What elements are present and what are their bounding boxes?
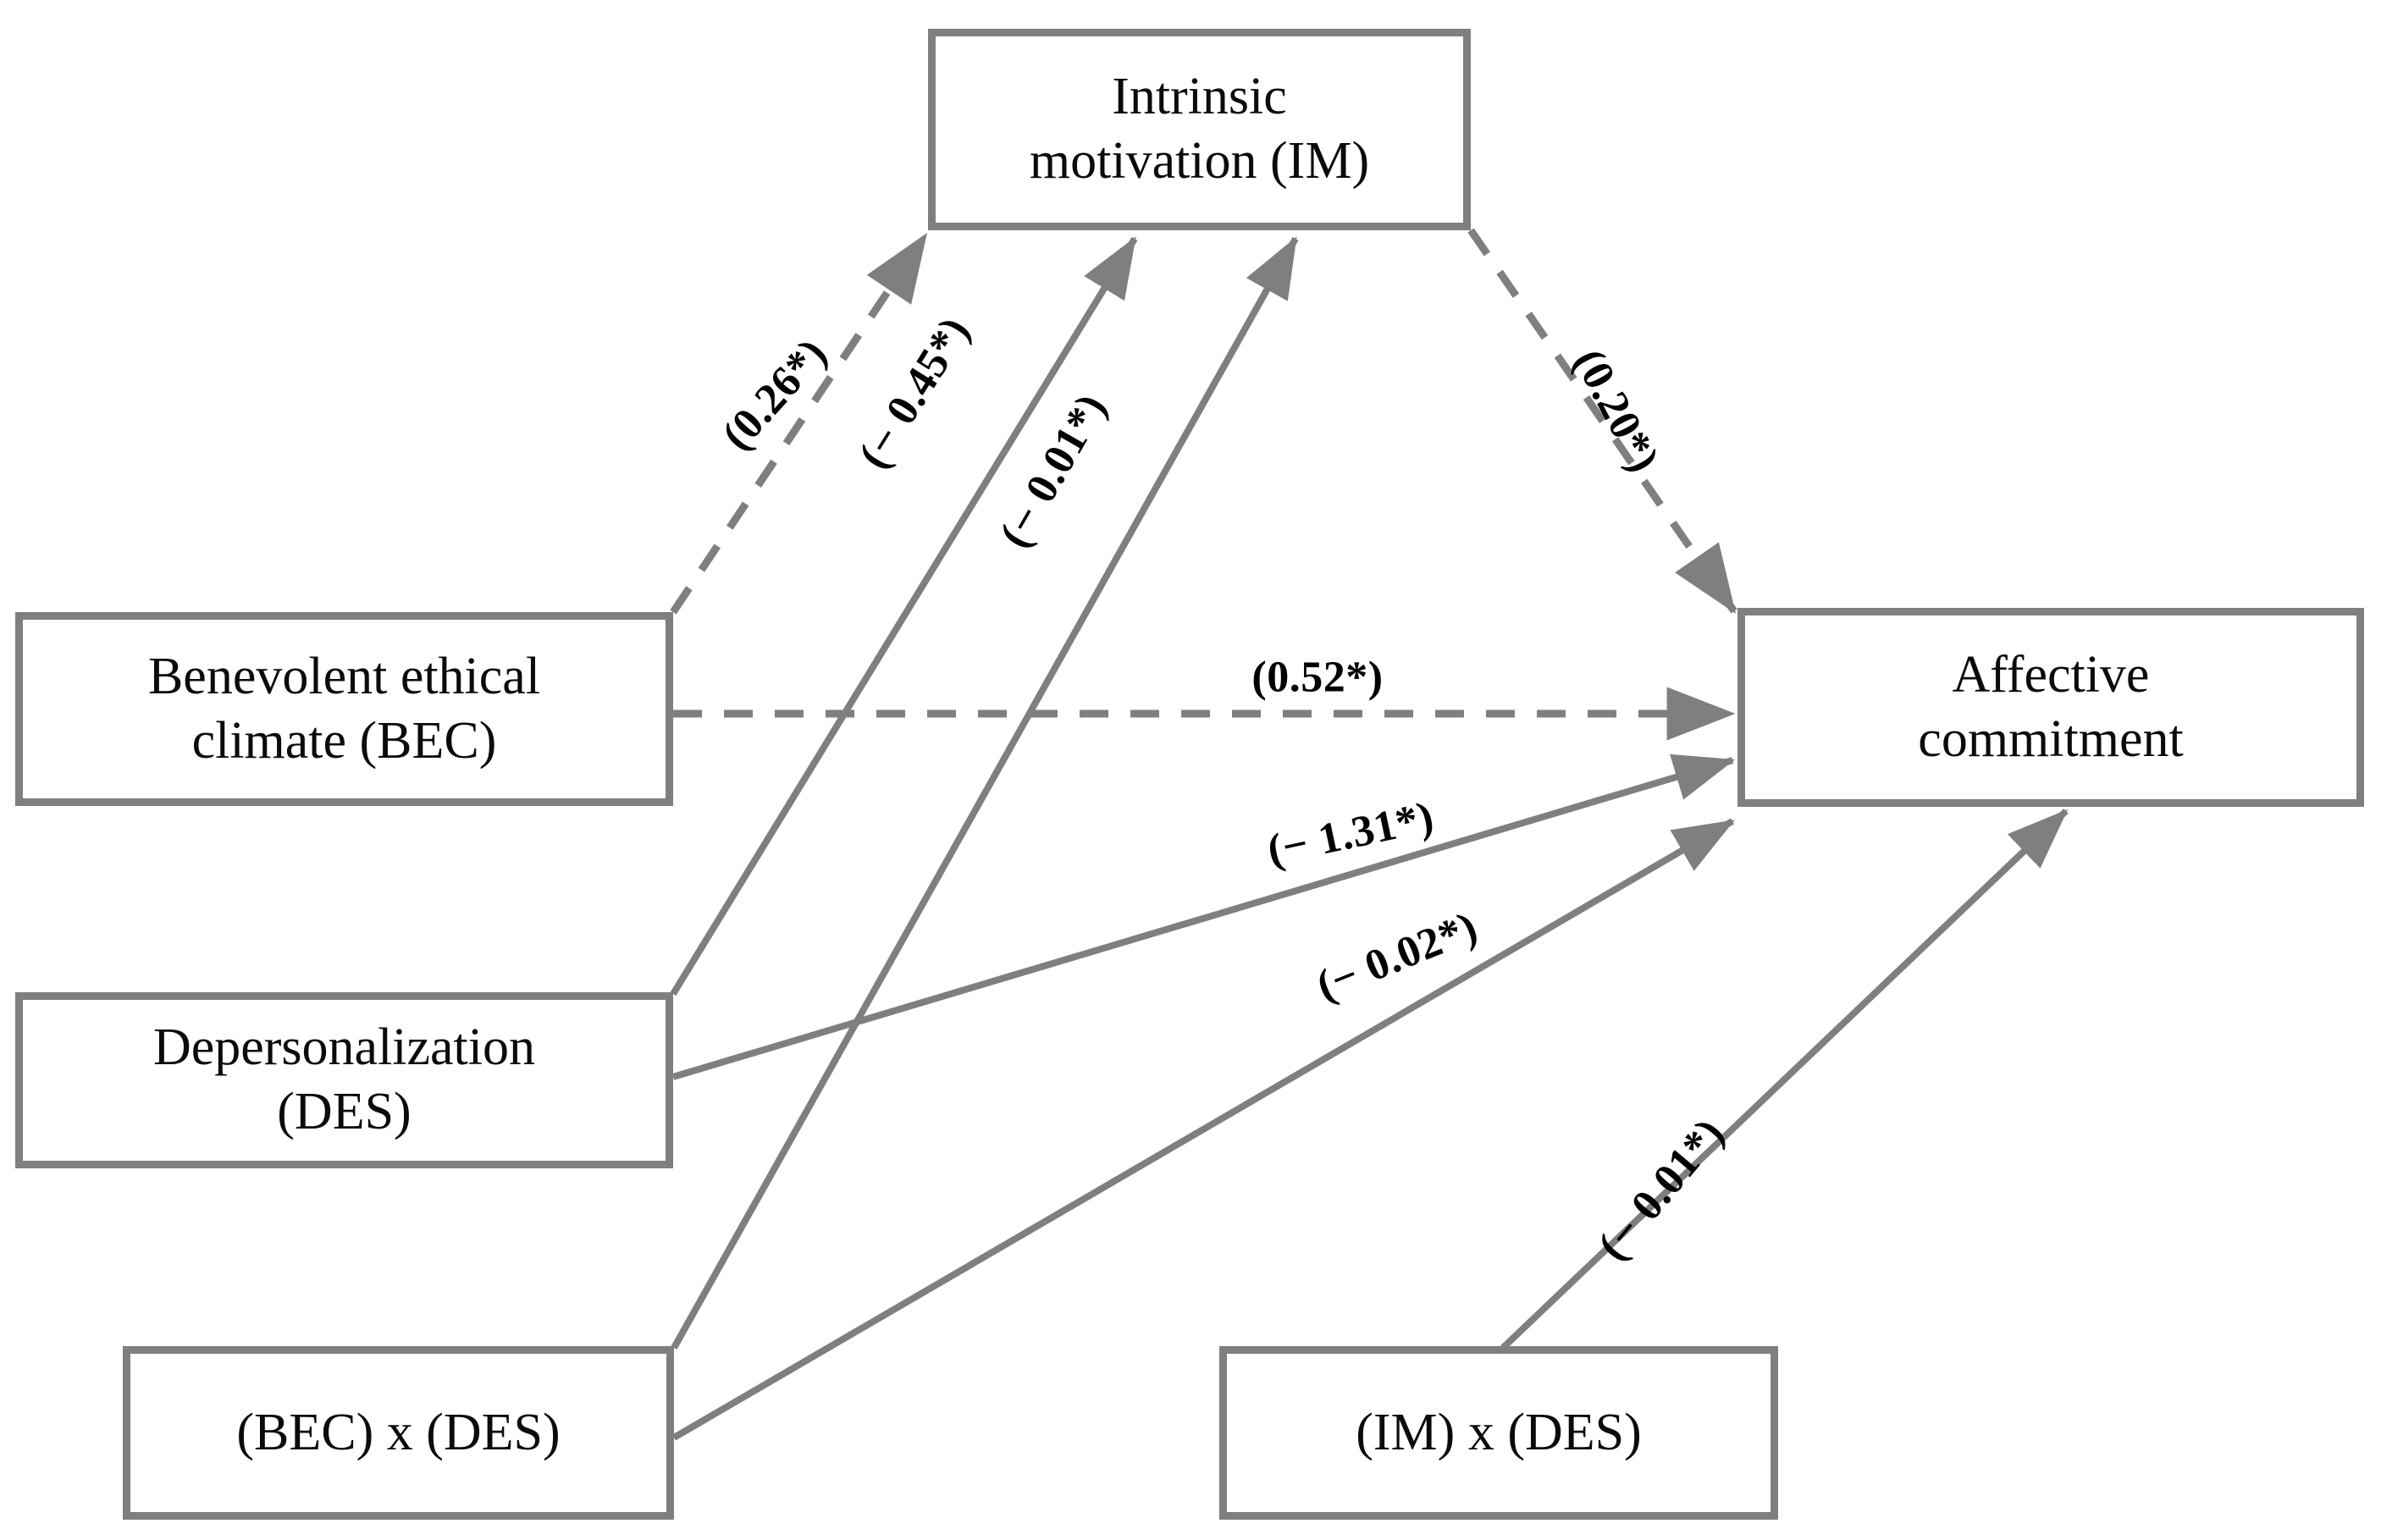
node-affective-commitment[interactable]: Affective commitment — [1737, 608, 2364, 807]
node-bec-x-des-interaction[interactable]: (BEC) x (DES) — [123, 1346, 674, 1520]
node-label-ac: Affective commitment — [1918, 645, 2184, 768]
edge-des-ac — [671, 753, 1736, 1080]
node-depersonalization[interactable]: Depersonalization (DES) — [15, 992, 673, 1168]
edge-becxdes-im — [671, 236, 1299, 1350]
node-label-imxdes: (IM) x (DES) — [1356, 1403, 1642, 1461]
node-label-im: Intrinsic motivation (IM) — [1029, 68, 1370, 190]
node-label-des: Depersonalization (DES) — [152, 1018, 536, 1140]
edge-des-im — [670, 236, 1138, 996]
edge-im-ac — [1467, 228, 1737, 614]
node-intrinsic-motivation[interactable]: Intrinsic motivation (IM) — [928, 29, 1471, 230]
edge-imxdes-ac — [1500, 809, 2069, 1350]
edge-bec-im — [670, 233, 929, 615]
node-label-becxdes: (BEC) x (DES) — [236, 1403, 561, 1461]
node-label-bec: Benevolent ethical climate (BEC) — [147, 647, 541, 770]
edge-becxdes-ac — [671, 818, 1735, 1441]
edge-label-bec-ac: (0.52*) — [1251, 653, 1384, 702]
node-im-x-des-interaction[interactable]: (IM) x (DES) — [1219, 1346, 1778, 1520]
node-benevolent-ethical-climate[interactable]: Benevolent ethical climate (BEC) — [15, 612, 673, 806]
